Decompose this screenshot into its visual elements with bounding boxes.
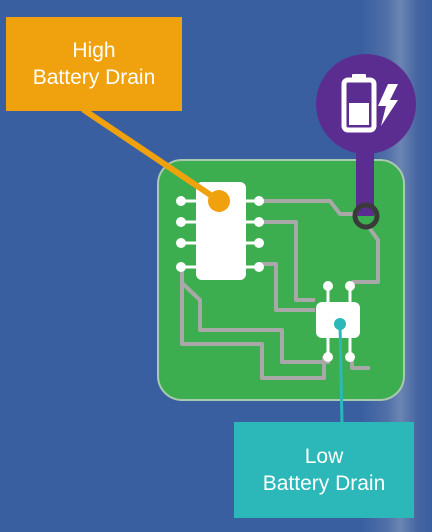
battery-charging-icon — [341, 74, 398, 133]
high-drain-pointer — [81, 107, 230, 212]
low-drain-pointer — [334, 318, 346, 425]
low-drain-chip — [316, 281, 360, 362]
low-battery-drain-label: Low Battery Drain — [234, 422, 414, 518]
high-battery-drain-label: High Battery Drain — [6, 17, 182, 111]
high-label-line1: High — [72, 39, 116, 62]
high-drain-chip — [176, 182, 264, 280]
low-label-line1: Low — [304, 445, 344, 468]
low-label-line2: Battery Drain — [262, 472, 386, 495]
high-label-line2: Battery Drain — [32, 66, 156, 89]
